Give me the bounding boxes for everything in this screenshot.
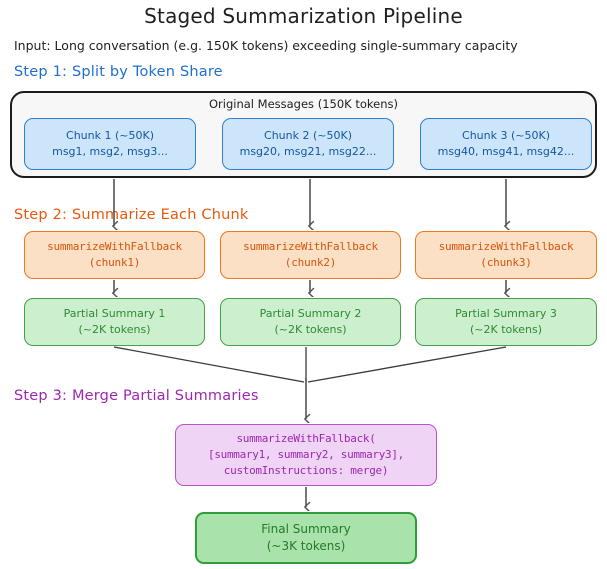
partial-summary-box-3[interactable]: Partial Summary 3 (~2K tokens) <box>415 298 597 346</box>
step-2-label: Step 2: Summarize Each Chunk <box>14 207 249 223</box>
fn-2-name: summarizeWithFallback <box>243 240 378 254</box>
fn-3-arg: (chunk3) <box>480 256 532 269</box>
chunk-1-detail: msg1, msg2, msg3... <box>52 145 168 158</box>
step-3-label: Step 3: Merge Partial Summaries <box>14 388 259 404</box>
fn-1-arg: (chunk1) <box>88 256 141 269</box>
partial-3-title: Partial Summary 3 <box>455 307 557 321</box>
chunk-2-title: Chunk 2 (~50K) <box>264 129 352 143</box>
arrow-partials-converge <box>113 346 507 383</box>
chunk-3-title: Chunk 3 (~50K) <box>462 129 550 143</box>
summarize-fallback-box-1[interactable]: summarizeWithFallback (chunk1) <box>24 231 205 279</box>
arrow-summarize-to-partial <box>114 280 506 293</box>
fn-3-name: summarizeWithFallback <box>438 240 574 254</box>
partial-summary-box-2[interactable]: Partial Summary 2 (~2K tokens) <box>220 298 401 346</box>
summarize-fallback-box-2[interactable]: summarizeWithFallback (chunk2) <box>220 231 401 279</box>
step-1-label: Step 1: Split by Token Share <box>14 64 223 80</box>
chunk-box-3[interactable]: Chunk 3 (~50K) msg40, msg41, msg42... <box>420 118 592 170</box>
chunk-box-1[interactable]: Chunk 1 (~50K) msg1, msg2, msg3... <box>24 118 196 170</box>
chunk-2-detail: msg20, msg21, msg22... <box>239 145 377 158</box>
final-summary-box[interactable]: Final Summary (~3K tokens) <box>195 512 417 564</box>
partial-2-detail: (~2K tokens) <box>274 323 347 336</box>
partial-1-title: Partial Summary 1 <box>63 307 166 321</box>
chunk-3-detail: msg40, msg41, msg42... <box>437 145 575 158</box>
partial-1-detail: (~2K tokens) <box>78 323 151 336</box>
final-summary-title: Final Summary <box>261 521 351 536</box>
original-messages-label: Original Messages (150K tokens) <box>209 97 398 111</box>
merge-summarize-box[interactable]: summarizeWithFallback( [summary1, summar… <box>175 424 437 486</box>
merge-line-2: [summary1, summary2, summary3], <box>208 448 404 462</box>
summarize-fallback-box-3[interactable]: summarizeWithFallback (chunk3) <box>415 231 597 279</box>
chunk-1-title: Chunk 1 (~50K) <box>66 129 154 143</box>
fn-2-arg: (chunk2) <box>284 256 337 269</box>
partial-summary-box-1[interactable]: Partial Summary 1 (~2K tokens) <box>24 298 205 346</box>
partial-2-title: Partial Summary 2 <box>259 307 362 321</box>
chunk-box-2[interactable]: Chunk 2 (~50K) msg20, msg21, msg22... <box>222 118 394 170</box>
diagram-subtitle: Input: Long conversation (e.g. 150K toke… <box>14 38 518 53</box>
merge-line-1: summarizeWithFallback( <box>236 432 376 446</box>
fn-1-name: summarizeWithFallback <box>47 240 182 254</box>
final-summary-detail: (~3K tokens) <box>266 539 346 553</box>
page-title: Staged Summarization Pipeline <box>144 4 463 28</box>
merge-line-3: customInstructions: merge) <box>223 463 389 477</box>
partial-3-detail: (~2K tokens) <box>470 323 542 336</box>
